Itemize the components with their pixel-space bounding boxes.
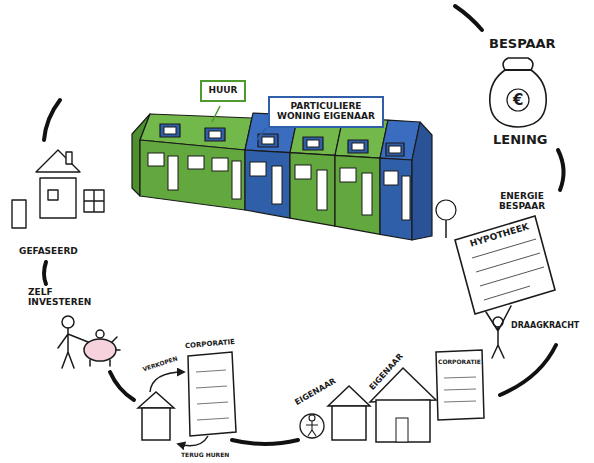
window	[340, 168, 356, 182]
building-floor-line	[196, 370, 229, 420]
window	[250, 162, 266, 176]
door	[272, 166, 282, 204]
house-wall	[290, 153, 335, 227]
label-text: DRAAGKRACHT	[511, 322, 579, 331]
window	[262, 137, 274, 144]
label-text: CORPORATIE	[438, 359, 481, 366]
corporation-building	[436, 350, 484, 420]
callout-box: HUUR	[200, 80, 246, 102]
label-text: GEFASEERD	[19, 247, 78, 257]
person-body	[486, 306, 511, 358]
window	[209, 131, 221, 138]
label-text: BESPAAR	[489, 37, 556, 51]
window-part	[84, 190, 104, 212]
piggy-legs	[90, 337, 120, 366]
window	[212, 158, 228, 171]
dormer	[386, 143, 404, 156]
callout-text: HUUR	[208, 86, 237, 96]
callout-box: PARTICULIERE WONING EIGENAAR	[268, 96, 384, 128]
window	[148, 153, 164, 166]
dormer	[303, 137, 323, 150]
label-text: TERUG HUREN	[180, 452, 230, 459]
house-gable	[412, 122, 432, 240]
cycle-arc	[500, 345, 556, 395]
wall-part	[40, 178, 76, 218]
sell-arrow	[150, 372, 184, 392]
window	[352, 143, 364, 150]
label-text: €	[513, 92, 523, 109]
dormer	[258, 134, 278, 147]
building-floor-line	[444, 377, 476, 402]
tree	[436, 200, 456, 220]
piggy-bank	[84, 339, 116, 361]
bag-tie	[505, 69, 531, 71]
window	[164, 127, 176, 134]
house-wall	[245, 150, 290, 218]
owner-circle	[300, 414, 324, 438]
house-wall	[380, 158, 412, 240]
cycle-arc	[44, 100, 60, 140]
document-line	[480, 267, 544, 286]
door	[402, 176, 410, 220]
corporation-building	[188, 352, 236, 436]
door-part	[12, 200, 26, 228]
window	[48, 190, 58, 200]
coin	[96, 330, 104, 338]
house-roof	[138, 392, 174, 408]
cycle-arc	[232, 440, 298, 444]
mortgage-document	[455, 216, 555, 314]
house-roof	[328, 386, 370, 406]
leader-line	[257, 128, 266, 140]
dormer	[160, 124, 180, 137]
house-wall	[332, 406, 366, 440]
leader-line	[212, 106, 220, 122]
label-text: VERKOPEN	[141, 355, 180, 373]
label-text: LENING	[493, 133, 547, 147]
callout-text: PARTICULIERE WONING EIGENAAR	[276, 102, 376, 122]
rent-back-arrow	[178, 436, 208, 446]
window	[389, 146, 401, 153]
person-head	[62, 316, 74, 328]
chimney	[66, 152, 72, 164]
door	[317, 170, 327, 210]
house-wall	[140, 140, 245, 210]
dormer	[205, 128, 225, 141]
door	[396, 418, 408, 442]
door	[362, 173, 372, 215]
window	[295, 165, 311, 179]
window	[307, 140, 319, 147]
window-cross	[84, 190, 104, 212]
cycle-arc	[558, 150, 564, 190]
label-text: ENERGIE BESPAAR	[493, 192, 551, 212]
window	[188, 156, 204, 169]
document-line	[476, 253, 540, 272]
coin-circle	[507, 89, 529, 111]
house-wall	[376, 400, 430, 442]
door	[168, 156, 178, 190]
house-wall	[335, 155, 380, 234]
house-wall	[142, 408, 170, 440]
cycle-arc	[455, 6, 482, 30]
owner-figure	[306, 415, 318, 436]
label-text: CORPORATIE	[185, 339, 235, 351]
money-bag	[490, 58, 546, 127]
window	[384, 171, 398, 185]
cycle-arc	[44, 262, 46, 284]
door	[232, 161, 241, 199]
document-line	[484, 286, 530, 300]
roof-part	[36, 150, 80, 172]
label-text: ZELF INVESTEREN	[28, 288, 100, 308]
tree-trunk	[445, 220, 447, 238]
dormer	[348, 140, 368, 153]
cycle-arc	[110, 372, 134, 400]
